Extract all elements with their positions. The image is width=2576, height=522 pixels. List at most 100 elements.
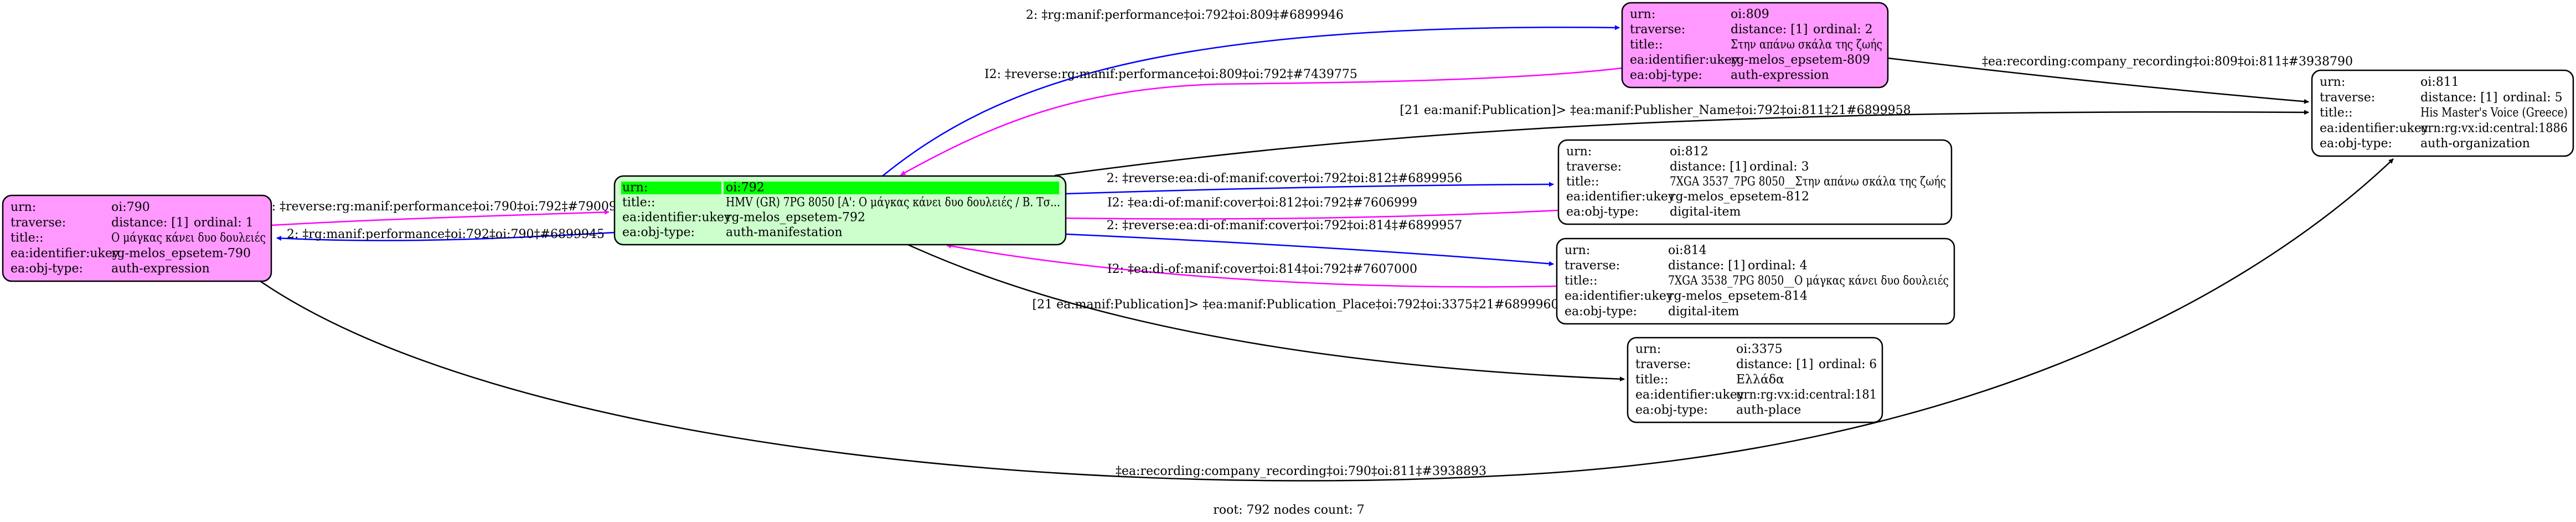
node-oi-814[interactable]: urn: oi:814 traverse: distance: [1]ordinal:… [1556,237,1955,325]
root-highlight-key [621,182,721,194]
node-field-key: traverse: [1635,358,1691,371]
node-oi-3375[interactable]: urn: oi:3375 traverse: distance: [1] ordinal… [1627,337,1883,423]
node-field-value: distance: [1] [1731,23,1808,37]
node-field-key: traverse: [1630,23,1685,37]
node-field-ordinal: ordinal: 2 [1813,23,1873,37]
edge-oi809-to-oi792[interactable] [900,67,1623,176]
node-field-key: title:: [11,231,44,245]
node-field-ordinal: ordinal: 1 [194,216,254,230]
edge-label: ‡ea:recording:company_recording‡oi:790‡o… [1116,464,1486,478]
node-field-key: ea:obj-type: [1565,304,1637,318]
edge-oi814-to-oi792[interactable] [946,243,1557,288]
node-field-key: title:: [622,195,655,209]
edge-oi792-to-oi814[interactable] [1065,233,1554,266]
node-field-value: oi:811 [2420,75,2459,89]
node-field-value: oi:809 [1731,8,1769,22]
edge-oi792-to-oi809[interactable] [882,25,1620,177]
node-field-value: distance: [1] [2420,91,2497,105]
node-field-value: rg-melos_epsetem-812 [1670,190,1809,204]
node-field-key: traverse: [1566,160,1622,174]
node-field-key: title:: [1635,373,1669,387]
node-field-key: ea:identifier:ukey [1566,190,1675,204]
node-field-value: Ελλάδα [1736,373,1784,387]
node-field-key: ea:identifier:ukey [622,210,731,224]
edge-label: I2: ‡reverse:rg:manif:performance‡oi:809… [984,68,1357,81]
node-box[interactable] [1557,139,1953,225]
edge-oi790-to-oi811[interactable] [260,158,2394,482]
edge-labels-layer: I2: ‡reverse:rg:manif:performance‡oi:790… [259,8,2353,478]
node-field-value: 7XGA 3538_7PG 8050__Ο μάγκας κάνει δυο δ… [1668,274,1949,288]
node-field-value: distance: [1] [1668,259,1745,272]
node-field-value: rg-melos_epsetem-809 [1731,53,1870,67]
node-field-value: 7XGA 3537_7PG 8050__Στην απάνω σκάλα της… [1670,175,1946,189]
node-field-value: digital-item [1670,205,1741,219]
node-box[interactable] [1621,2,1889,89]
node-field-value: oi:790 [111,200,150,214]
edge-label: 2: ‡rg:manif:performance‡oi:792‡oi:790‡#… [287,228,605,241]
edge-oi792-to-oi790[interactable] [276,231,615,241]
edge-label: [21 ea:manif:Publication]> ‡ea:manif:Pub… [1033,298,1559,312]
edge-label: I2: ‡ea:di-of:manif:cover‡oi:814‡oi:792‡… [1107,262,1417,276]
node-box[interactable] [1627,337,1883,423]
node-field-key: ea:obj-type: [622,225,695,239]
node-field-value: auth-manifestation [726,225,843,239]
node-field-key: traverse: [1565,259,1620,272]
edge-oi792-to-oi3375[interactable] [907,244,1625,382]
edge-oi792-to-oi811[interactable] [1054,110,2309,177]
node-field-key: ea:obj-type: [1630,68,1702,82]
node-field-ordinal: ordinal: 6 [1819,358,1877,371]
node-field-key: ea:identifier:ukey [1565,290,1674,303]
node-field-key: urn: [2320,75,2345,89]
graph-footer-label: root: 792 nodes count: 7 [1213,503,1364,517]
node-field-value: rg-melos_epsetem-814 [1668,290,1808,303]
edge-label: ‡ea:recording:company_recording‡oi:809‡o… [1982,55,2353,69]
node-field-key: traverse: [2320,91,2375,105]
node-field-value: oi:814 [1668,244,1707,257]
edge-oi790-to-oi792[interactable] [271,209,610,226]
node-field-key: title:: [2320,106,2353,120]
edge-oi792-to-oi812[interactable] [1065,182,1554,195]
node-field-value: auth-place [1736,403,1801,417]
node-field-value: Στην απάνω σκάλα της ζωής [1731,38,1882,52]
node-field-value: oi:3375 [1736,343,1783,356]
node-field-key: urn: [1635,343,1661,356]
node-box[interactable] [2311,69,2574,157]
node-field-value: distance: [1] [1736,358,1813,371]
node-field-value: auth-expression [111,262,210,276]
edge-label: 2: ‡reverse:ea:di-of:manif:cover‡oi:792‡… [1107,172,1463,185]
node-field-value: auth-expression [1731,68,1829,82]
node-field-key: title:: [1566,175,1599,189]
node-field-value: oi:812 [1670,145,1708,159]
node-field-ordinal: ordinal: 3 [1749,160,1809,174]
node-box[interactable] [2,194,272,282]
node-field-key: ea:identifier:ukey [2320,121,2429,135]
node-field-key: ea:obj-type: [1635,403,1708,417]
node-field-key: ea:identifier:ukey [1630,53,1739,67]
node-oi-812[interactable]: urn: oi:812 traverse: distance: [1]ordinal:… [1557,139,1953,225]
root-highlight-value [724,182,1059,194]
node-field-value: urn:rg:vx:id:central:181 [1736,388,1877,402]
node-field-value: rg-melos_epsetem-790 [111,246,251,260]
node-field-key: urn: [1566,145,1592,159]
node-field-value: HMV (GR) 7PG 8050 [A': Ο μάγκας κάνει δυ… [726,195,1060,209]
edge-label: [21 ea:manif:Publication]> ‡ea:manif:Pub… [1400,104,1911,117]
node-field-key: title:: [1630,38,1663,52]
node-field-ordinal: ordinal: 4 [1748,259,1808,272]
node-field-key: traverse: [11,216,66,230]
node-field-value: urn:rg:vx:id:central:1886 [2420,121,2568,135]
node-field-value: distance: [1] [1670,160,1747,174]
edge-label: 2: ‡rg:manif:performance‡oi:792‡oi:809‡#… [1026,8,1344,22]
node-field-value: oi:792 [726,180,765,194]
node-field-key: urn: [1565,244,1590,257]
node-box[interactable] [1556,237,1955,325]
node-field-value: His Master's Voice (Greece) [2420,106,2568,120]
node-field-value: distance: [1] [111,216,188,230]
edge-oi809-to-oi811[interactable] [1887,57,2309,104]
edge-label: I2: ‡ea:di-of:manif:cover‡oi:812‡oi:792‡… [1107,196,1417,210]
